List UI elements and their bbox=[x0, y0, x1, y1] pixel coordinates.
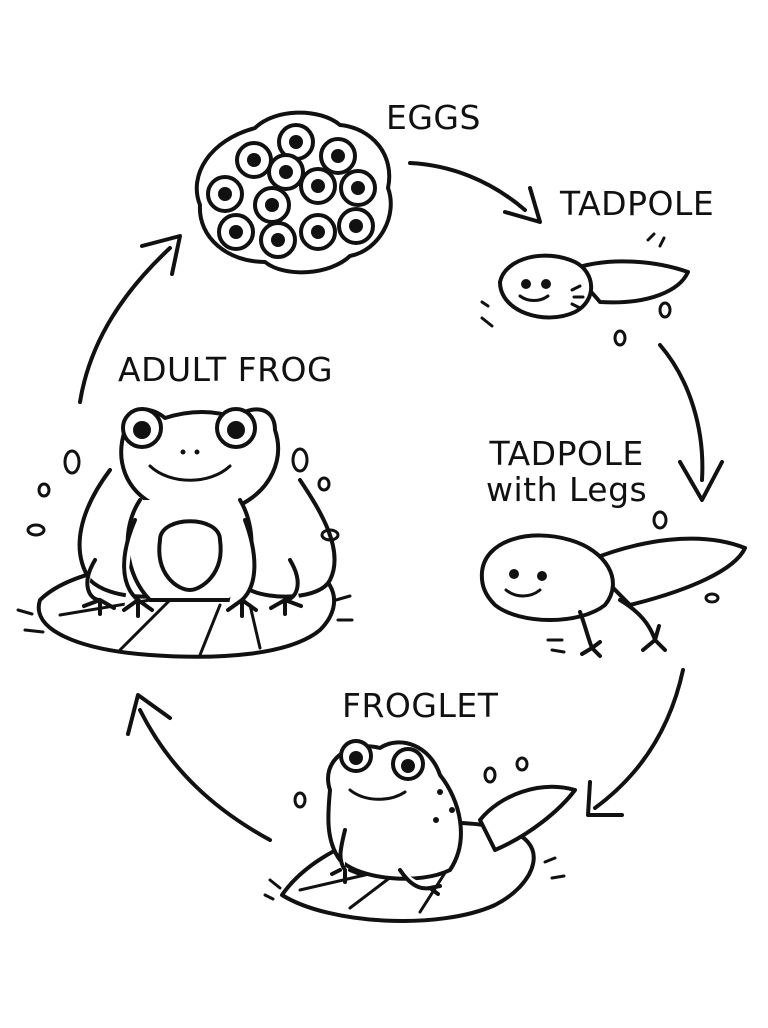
adult-frog-illustration bbox=[16, 407, 354, 659]
egg bbox=[277, 123, 315, 161]
tadpole-illustration bbox=[480, 232, 690, 347]
egg bbox=[337, 207, 375, 245]
egg bbox=[267, 153, 305, 191]
label-tadpole: TADPOLE bbox=[560, 184, 715, 223]
arrow-froglet-to-adult bbox=[126, 693, 272, 842]
egg bbox=[299, 213, 337, 251]
tadpole-with-legs-illustration bbox=[479, 510, 747, 658]
arrow-tadpole-to-legs bbox=[658, 343, 724, 502]
label-tadpole-with-legs-line1: TADPOLE bbox=[489, 434, 644, 473]
egg bbox=[259, 221, 297, 259]
label-adult-frog: ADULT FROG bbox=[118, 350, 334, 389]
arrow-adult-to-eggs bbox=[78, 234, 182, 404]
egg bbox=[206, 175, 244, 213]
egg bbox=[217, 213, 255, 251]
label-tadpole-with-legs-line2: with Legs bbox=[486, 470, 648, 510]
egg bbox=[299, 167, 337, 205]
label-froglet: FROGLET bbox=[342, 686, 499, 725]
arrow-eggs-to-tadpole bbox=[408, 161, 542, 224]
eggs-cluster bbox=[194, 110, 393, 275]
label-tadpole-with-legs: TADPOLE with Legs bbox=[486, 434, 648, 510]
egg bbox=[319, 137, 357, 175]
label-eggs: EGGS bbox=[386, 98, 481, 137]
froglet-illustration bbox=[263, 739, 577, 924]
arrow-legs-to-froglet bbox=[586, 668, 685, 817]
egg bbox=[235, 141, 273, 179]
egg bbox=[339, 169, 377, 207]
egg bbox=[253, 186, 291, 224]
